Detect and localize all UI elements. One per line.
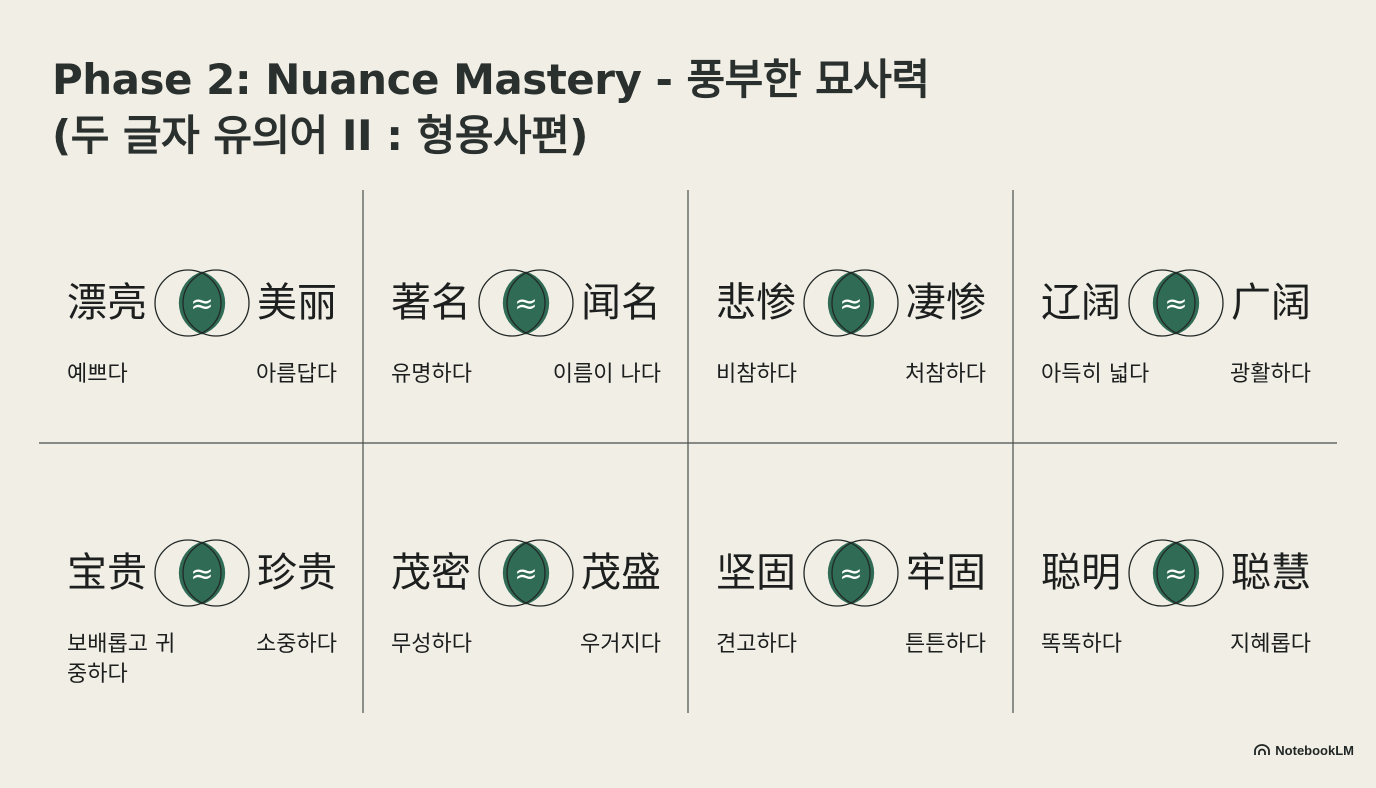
- approx-equal-icon: ≈: [190, 557, 213, 590]
- left-hanzi-word: 宝贵: [67, 550, 147, 596]
- synonym-pair-card: 著名 ≈ 闻名 유명하다 이름이 나다: [363, 268, 688, 518]
- right-hanzi-word: 珍贵: [257, 550, 337, 596]
- synonym-pair-card: 辽阔 ≈ 广阔 아득히 넓다 광활하다: [1013, 268, 1338, 518]
- right-hanzi-word: 聪慧: [1231, 550, 1311, 596]
- venn-left-circle: [478, 539, 546, 607]
- grid-dividers: [39, 190, 1337, 713]
- venn-similarity-icon: ≈: [1128, 539, 1224, 607]
- left-hanzi-word: 坚固: [716, 550, 796, 596]
- venn-right-circle: [506, 269, 574, 337]
- venn-right-circle: [182, 539, 250, 607]
- left-korean-meaning: 아득히 넓다: [1041, 362, 1150, 387]
- right-korean-meaning: 아름답다: [256, 362, 337, 387]
- right-korean-meaning: 처참하다: [905, 362, 986, 387]
- venn-similarity-icon: ≈: [478, 539, 574, 607]
- synonym-pair-card: 茂密 ≈ 茂盛 무성하다 우거지다: [363, 538, 688, 788]
- approx-equal-icon: ≈: [190, 287, 213, 320]
- synonym-pair-card: 宝贵 ≈ 珍贵 보배롭고 귀중하다 소중하다: [39, 538, 364, 788]
- venn-similarity-icon: ≈: [478, 269, 574, 337]
- left-hanzi-word: 辽阔: [1041, 280, 1121, 326]
- synonym-pair-card: 悲惨 ≈ 凄惨 비참하다 처참하다: [688, 268, 1013, 518]
- venn-left-circle: [154, 539, 222, 607]
- title-line-2: (두 글자 유의어 II : 형용사편): [52, 111, 588, 160]
- right-hanzi-word: 凄惨: [906, 280, 986, 326]
- venn-left-circle: [1128, 269, 1196, 337]
- page-title: Phase 2: Nuance Mastery - 풍부한 묘사력 (두 글자 …: [52, 52, 930, 164]
- right-hanzi-word: 美丽: [257, 280, 337, 326]
- right-korean-meaning: 소중하다: [256, 632, 337, 657]
- left-hanzi-word: 漂亮: [67, 280, 147, 326]
- right-korean-meaning: 튼튼하다: [905, 632, 986, 657]
- venn-right-circle: [831, 539, 899, 607]
- approx-equal-icon: ≈: [1164, 557, 1187, 590]
- venn-right-circle: [1156, 269, 1224, 337]
- left-korean-meaning: 똑똑하다: [1041, 632, 1122, 657]
- right-korean-meaning: 광활하다: [1230, 362, 1311, 387]
- right-korean-meaning: 지혜롭다: [1230, 632, 1311, 657]
- venn-overlap: [178, 271, 226, 335]
- approx-equal-icon: ≈: [514, 287, 537, 320]
- left-korean-meaning: 유명하다: [391, 362, 472, 387]
- venn-overlap: [502, 541, 550, 605]
- synonym-pair-card: 坚固 ≈ 牢固 견고하다 튼튼하다: [688, 538, 1013, 788]
- venn-left-circle: [1128, 539, 1196, 607]
- notebooklm-logo-icon: [1254, 744, 1271, 755]
- right-hanzi-word: 闻名: [581, 280, 661, 326]
- approx-equal-icon: ≈: [514, 557, 537, 590]
- synonym-pair-card: 漂亮 ≈ 美丽 예쁘다 아름답다: [39, 268, 364, 518]
- synonym-pair-card: 聪明 ≈ 聪慧 똑똑하다 지혜롭다: [1013, 538, 1338, 788]
- venn-left-circle: [478, 269, 546, 337]
- right-korean-meaning: 우거지다: [580, 632, 661, 657]
- notebooklm-brand: NotebookLM: [1254, 741, 1354, 759]
- venn-overlap: [827, 541, 875, 605]
- approx-equal-icon: ≈: [1164, 287, 1187, 320]
- brand-label: NotebookLM: [1275, 742, 1354, 758]
- venn-right-circle: [182, 269, 250, 337]
- venn-overlap: [827, 271, 875, 335]
- right-hanzi-word: 广阔: [1231, 280, 1311, 326]
- right-hanzi-word: 茂盛: [581, 550, 661, 596]
- left-hanzi-word: 著名: [391, 280, 471, 326]
- venn-similarity-icon: ≈: [154, 539, 250, 607]
- left-korean-meaning: 예쁘다: [67, 362, 128, 387]
- left-korean-meaning: 견고하다: [716, 632, 797, 657]
- venn-similarity-icon: ≈: [1128, 269, 1224, 337]
- left-hanzi-word: 悲惨: [716, 280, 796, 326]
- venn-right-circle: [831, 269, 899, 337]
- venn-left-circle: [803, 539, 871, 607]
- venn-similarity-icon: ≈: [803, 269, 899, 337]
- venn-overlap: [1152, 271, 1200, 335]
- approx-equal-icon: ≈: [839, 287, 862, 320]
- venn-similarity-icon: ≈: [154, 269, 250, 337]
- venn-similarity-icon: ≈: [803, 539, 899, 607]
- approx-equal-icon: ≈: [839, 557, 862, 590]
- venn-right-circle: [506, 539, 574, 607]
- left-korean-meaning: 무성하다: [391, 632, 472, 657]
- left-hanzi-word: 茂密: [391, 550, 471, 596]
- venn-overlap: [502, 271, 550, 335]
- right-hanzi-word: 牢固: [906, 550, 986, 596]
- venn-overlap: [178, 541, 226, 605]
- venn-left-circle: [803, 269, 871, 337]
- venn-left-circle: [154, 269, 222, 337]
- venn-right-circle: [1156, 539, 1224, 607]
- right-korean-meaning: 이름이 나다: [552, 362, 661, 387]
- title-line-1: Phase 2: Nuance Mastery - 풍부한 묘사력: [52, 55, 930, 104]
- left-korean-meaning: 비참하다: [716, 362, 797, 387]
- left-korean-meaning: 보배롭고 귀중하다: [67, 632, 176, 687]
- left-hanzi-word: 聪明: [1041, 550, 1121, 596]
- venn-overlap: [1152, 541, 1200, 605]
